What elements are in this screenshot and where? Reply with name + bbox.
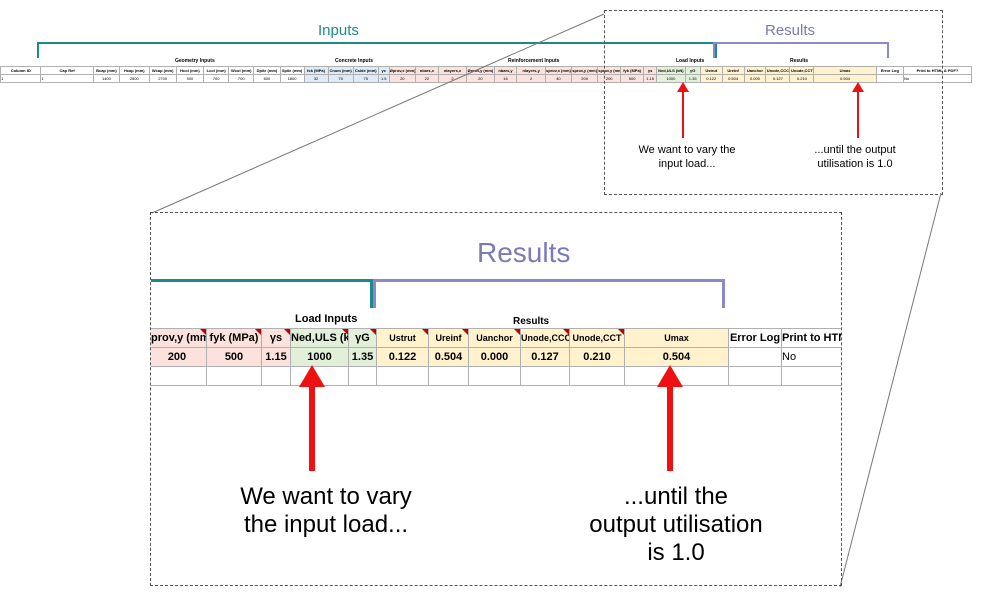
empty-cell[interactable] [206, 366, 262, 386]
zoom-spreadsheet[interactable]: lprov,y (mm) fyk (MPa) γs Ned,ULS (kN) γ… [151, 328, 841, 386]
overview-header-row: Column ID Cap Ref Bcap (mm) Hcap (mm) Wc… [0, 66, 973, 75]
value-cell[interactable]: 20 [466, 74, 495, 83]
results-bracket-small [713, 42, 889, 58]
zoom-value-cell[interactable]: 0.122 [376, 347, 429, 367]
small-arrow-left-icon [677, 82, 689, 138]
inputs-bracket [37, 42, 717, 58]
zoom-header-row: lprov,y (mm) fyk (MPa) γs Ned,ULS (kN) γ… [151, 328, 841, 348]
zoom-umax-value-cell[interactable]: 0.504 [624, 347, 729, 367]
empty-cell[interactable] [376, 366, 429, 386]
value-cell[interactable]: 2 [437, 74, 468, 83]
zoom-note-vary-load: We want to vary the input load... [240, 483, 412, 538]
zoom-header-umax[interactable]: Umax [624, 328, 729, 348]
empty-cell[interactable] [728, 366, 782, 386]
results-title-small: Results [765, 22, 816, 39]
zoom-note-utilisation: ...until the output utilisation is 1.0 [589, 483, 763, 566]
small-note-vary-load: We want to vary the input load... [638, 144, 736, 170]
value-cell[interactable]: 2 [516, 74, 546, 83]
zoom-load-group-header: Load Inputs [295, 313, 358, 325]
zoom-results-title: Results [477, 237, 571, 268]
overview-spreadsheet[interactable]: Column ID Cap Ref Bcap (mm) Hcap (mm) Wc… [0, 66, 973, 83]
zoom-value-cell[interactable]: 1.35 [348, 347, 377, 367]
zoom-inputs-bracket [151, 279, 373, 308]
value-cell[interactable]: 20 [388, 74, 416, 83]
empty-cell[interactable] [781, 366, 841, 386]
empty-cell[interactable] [520, 366, 570, 386]
zoom-value-cell[interactable]: 200 [151, 347, 207, 367]
geometry-group-header: Geometry Inputs [175, 58, 215, 64]
value-cell[interactable]: 1800 [279, 74, 305, 83]
value-cell[interactable]: No [902, 74, 973, 83]
zoom-value-cell[interactable] [728, 347, 782, 367]
zoom-header-cell[interactable]: Ustrut [376, 328, 429, 348]
zoom-empty-row [151, 366, 841, 386]
zoom-value-cell[interactable]: No [781, 347, 841, 367]
zoom-value-row: 200 500 1.15 1000 1.35 0.122 0.504 0.000… [151, 347, 841, 367]
value-cell[interactable] [875, 74, 904, 83]
empty-cell[interactable] [348, 366, 377, 386]
value-cell[interactable]: 1 [0, 74, 42, 83]
empty-cell[interactable] [468, 366, 521, 386]
value-cell[interactable]: 600 [253, 74, 281, 83]
zoom-header-cell[interactable]: γG [348, 328, 377, 348]
value-cell[interactable]: 2500 [119, 74, 150, 83]
small-arrow-right-icon [852, 82, 864, 138]
zoom-value-cell[interactable]: 0.210 [569, 347, 625, 367]
zoom-header-cell[interactable]: γs [261, 328, 291, 348]
small-note-utilisation: ...until the output utilisation is 1.0 [814, 144, 896, 170]
value-cell[interactable]: 200 [571, 74, 599, 83]
zoom-header-ned[interactable]: Ned,ULS (kN) [290, 328, 349, 348]
zoom-header-cell[interactable]: fyk (MPa) [206, 328, 262, 348]
zoom-header-cell[interactable]: Ureinf [428, 328, 469, 348]
zoom-load-value-cell[interactable]: 1000 [290, 347, 349, 367]
empty-cell[interactable] [569, 366, 625, 386]
empty-cell[interactable] [261, 366, 291, 386]
zoom-header-cell[interactable]: Print to HTM [781, 328, 841, 348]
empty-cell[interactable] [151, 366, 207, 386]
zoom-results-group-header: Results [513, 316, 550, 327]
value-cell[interactable]: 900 [175, 74, 205, 83]
zoom-header-cell[interactable]: lprov,y (mm) [151, 328, 207, 348]
small-callout-box [604, 10, 943, 195]
inputs-title: Inputs [318, 22, 359, 39]
empty-cell[interactable] [428, 366, 469, 386]
zoom-value-cell[interactable]: 500 [206, 347, 262, 367]
value-cell[interactable]: 1.35 [684, 74, 701, 83]
zoom-panel: Results Load Inputs Results lprov,y (mm)… [150, 212, 842, 586]
zoom-results-bracket [373, 279, 725, 308]
zoom-value-cell[interactable]: 0.504 [428, 347, 469, 367]
zoom-header-cell[interactable]: Error Log [728, 328, 782, 348]
zoom-header-cell[interactable]: Unode,CCC [520, 328, 570, 348]
zoom-value-cell[interactable]: 1.15 [261, 347, 291, 367]
value-cell[interactable]: 75 [352, 74, 379, 83]
concrete-group-header: Concrete Inputs [335, 58, 374, 64]
reinforcement-group-header: Reinforcement Inputs [508, 58, 560, 64]
zoom-header-cell[interactable]: Uanchor [468, 328, 521, 348]
zoom-value-cell[interactable]: 0.000 [468, 347, 521, 367]
load-group-header-small: Load Inputs [676, 58, 705, 64]
value-cell[interactable]: 1 [40, 74, 94, 83]
zoom-arrow-right-icon [657, 365, 683, 471]
zoom-header-cell[interactable]: Unode,CCT [569, 328, 625, 348]
overview-value-row: 1 1 1400 2500 2700 900 700 700 600 1800 … [0, 74, 973, 83]
zoom-value-cell[interactable]: 0.127 [520, 347, 570, 367]
results-group-header-small: Results [790, 58, 809, 64]
zoom-arrow-left-icon [299, 365, 325, 471]
